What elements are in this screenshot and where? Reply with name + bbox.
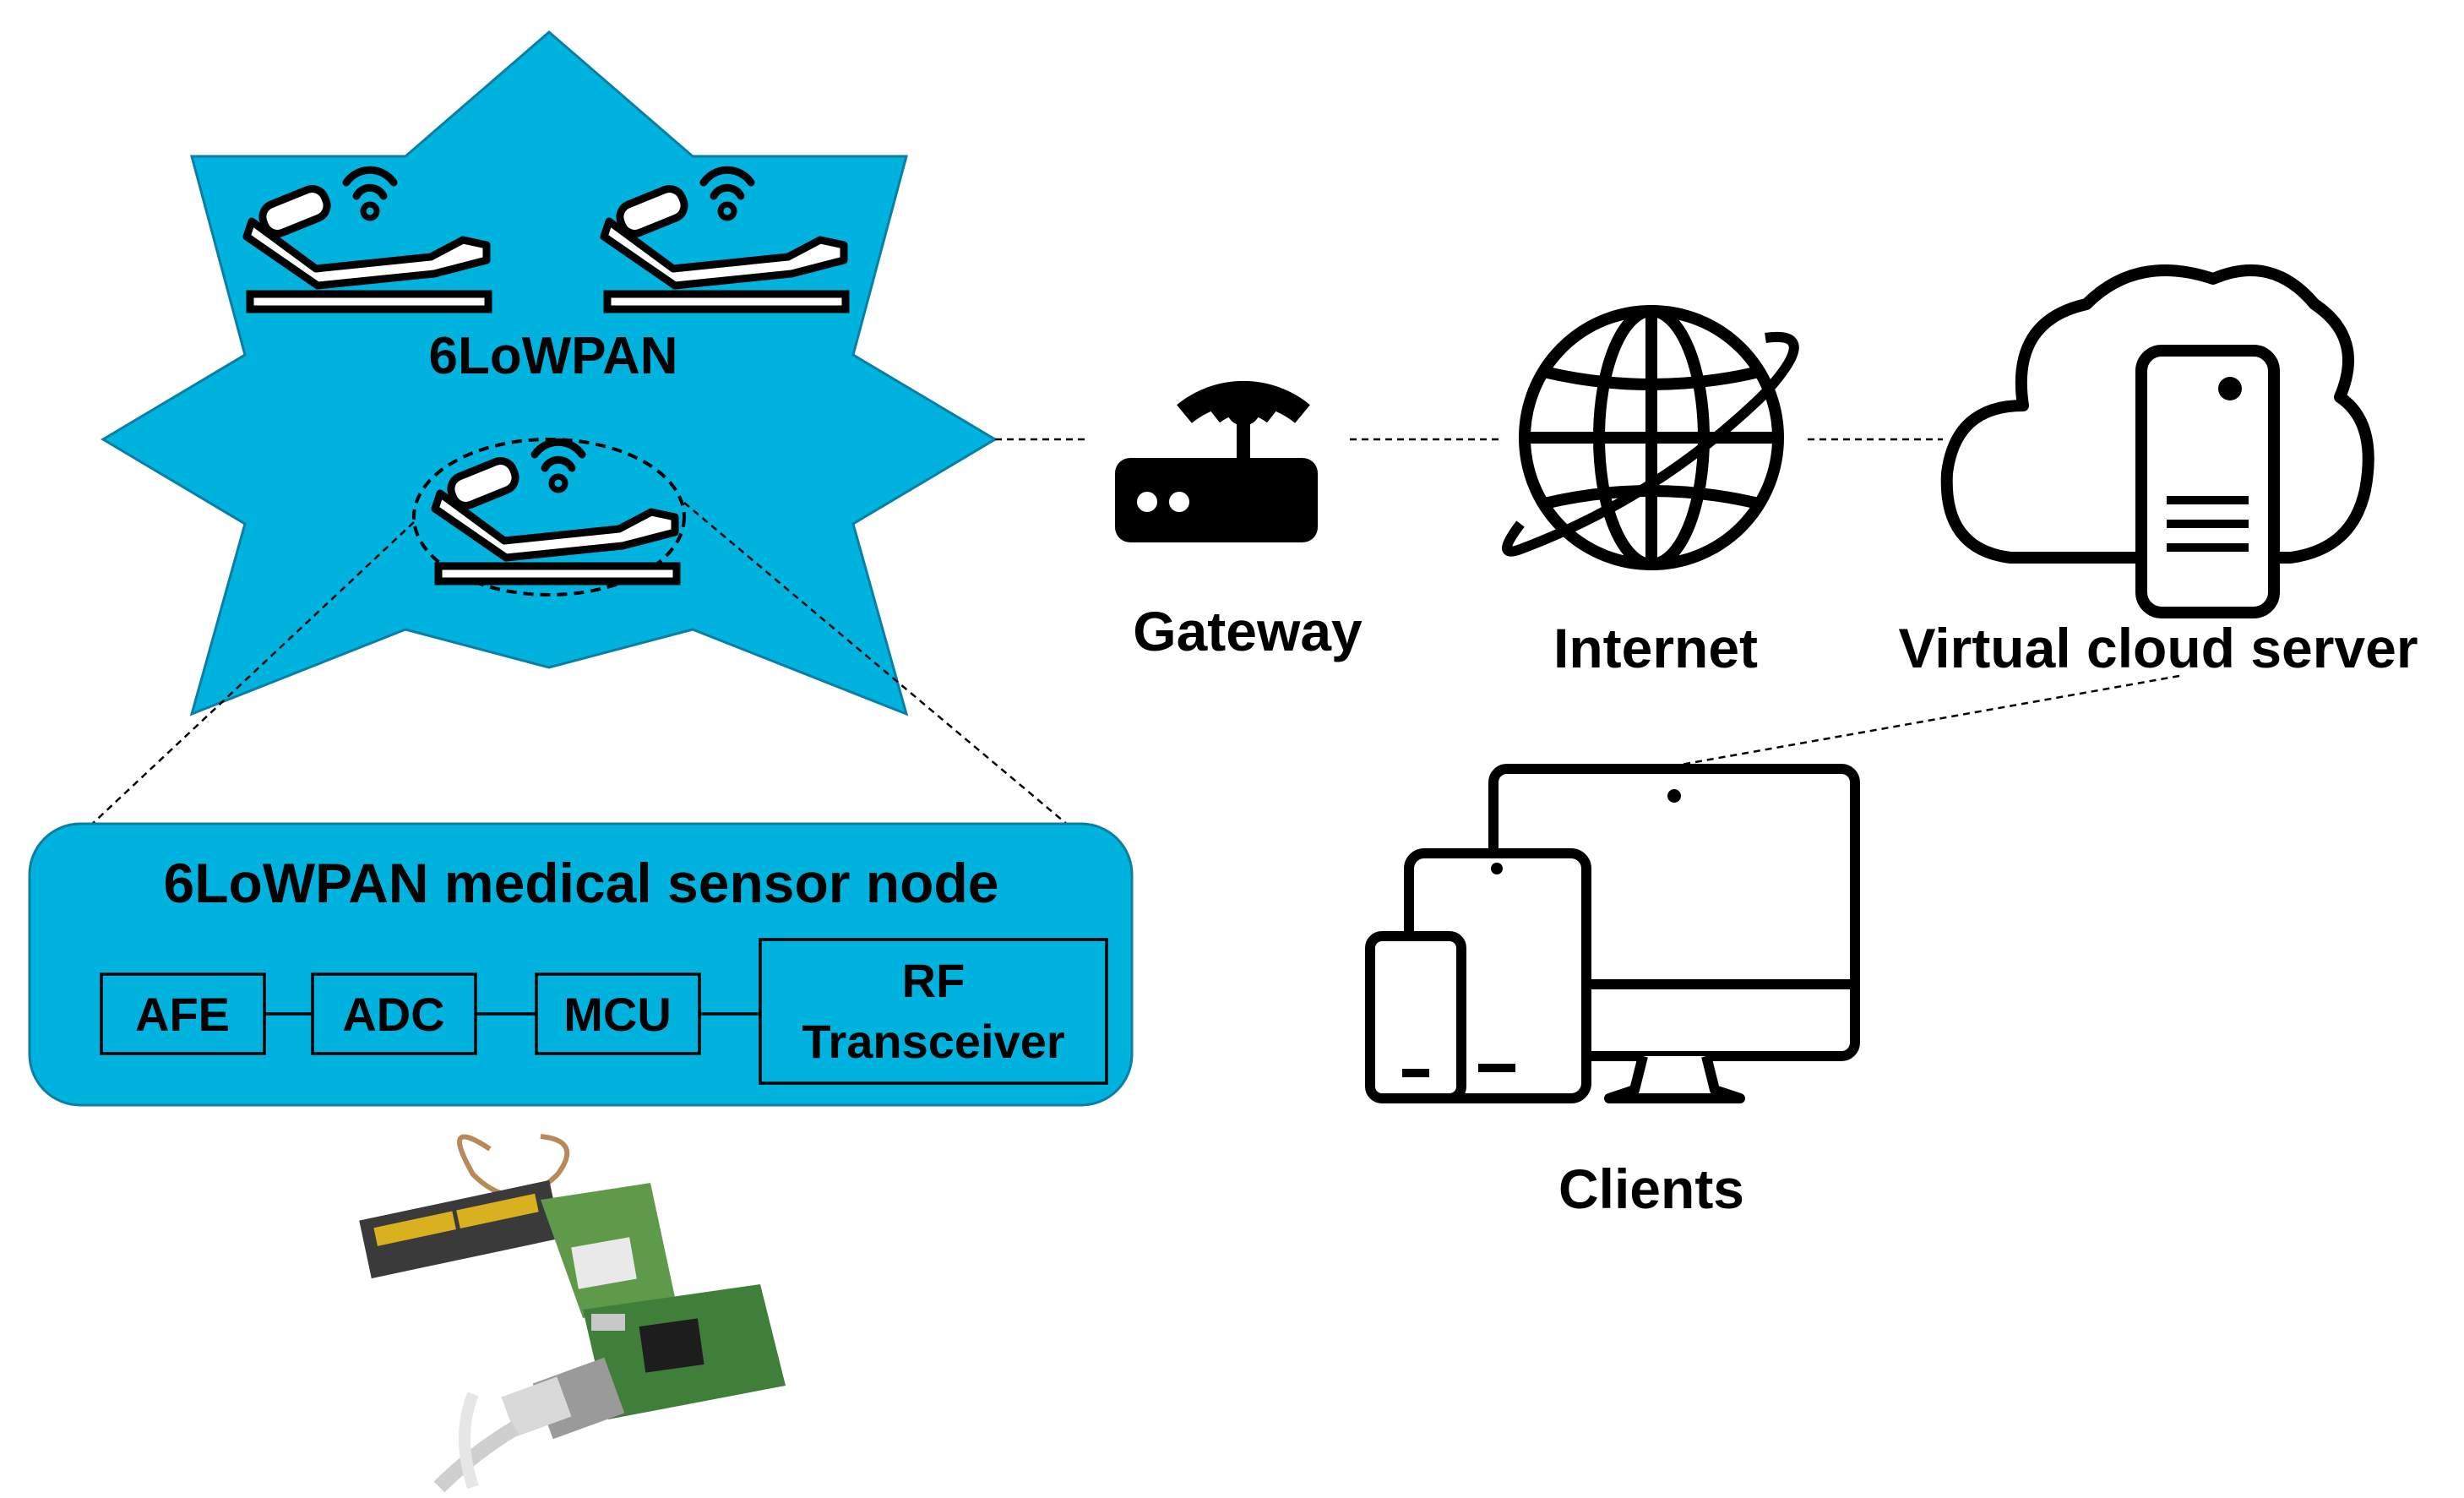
- sensor-blocks: [100, 938, 1108, 1085]
- router-icon: [1115, 380, 1318, 542]
- afe-block-label: AFE: [135, 988, 230, 1041]
- gateway-label: Gateway: [1133, 600, 1363, 662]
- network-label: 6LoWPAN: [428, 327, 677, 385]
- zoom-lines: [33, 502, 1133, 880]
- mcu-block-label: MCU: [563, 988, 672, 1041]
- transceiver-block-label: Transceiver: [802, 1015, 1064, 1068]
- globe-icon: [1502, 305, 1799, 570]
- cloud-server-icon: [1940, 264, 2374, 618]
- connection-lines: [995, 438, 2180, 766]
- rf-block-label: RF: [902, 954, 965, 1007]
- clients-label: Clients: [1558, 1158, 1744, 1220]
- adc-block-label: ADC: [342, 988, 444, 1041]
- cloud-server-label: Virtual cloud server: [1898, 617, 2418, 679]
- sensor-node-panel: [28, 822, 1134, 1107]
- internet-label: Internet: [1553, 617, 1758, 679]
- sensor-node-title: 6LoWPAN medical sensor node: [164, 852, 999, 914]
- highlighted-node-ellipse: [412, 438, 686, 596]
- sensor-board-photo: [359, 1134, 786, 1493]
- devices-icon: [1365, 764, 1860, 1103]
